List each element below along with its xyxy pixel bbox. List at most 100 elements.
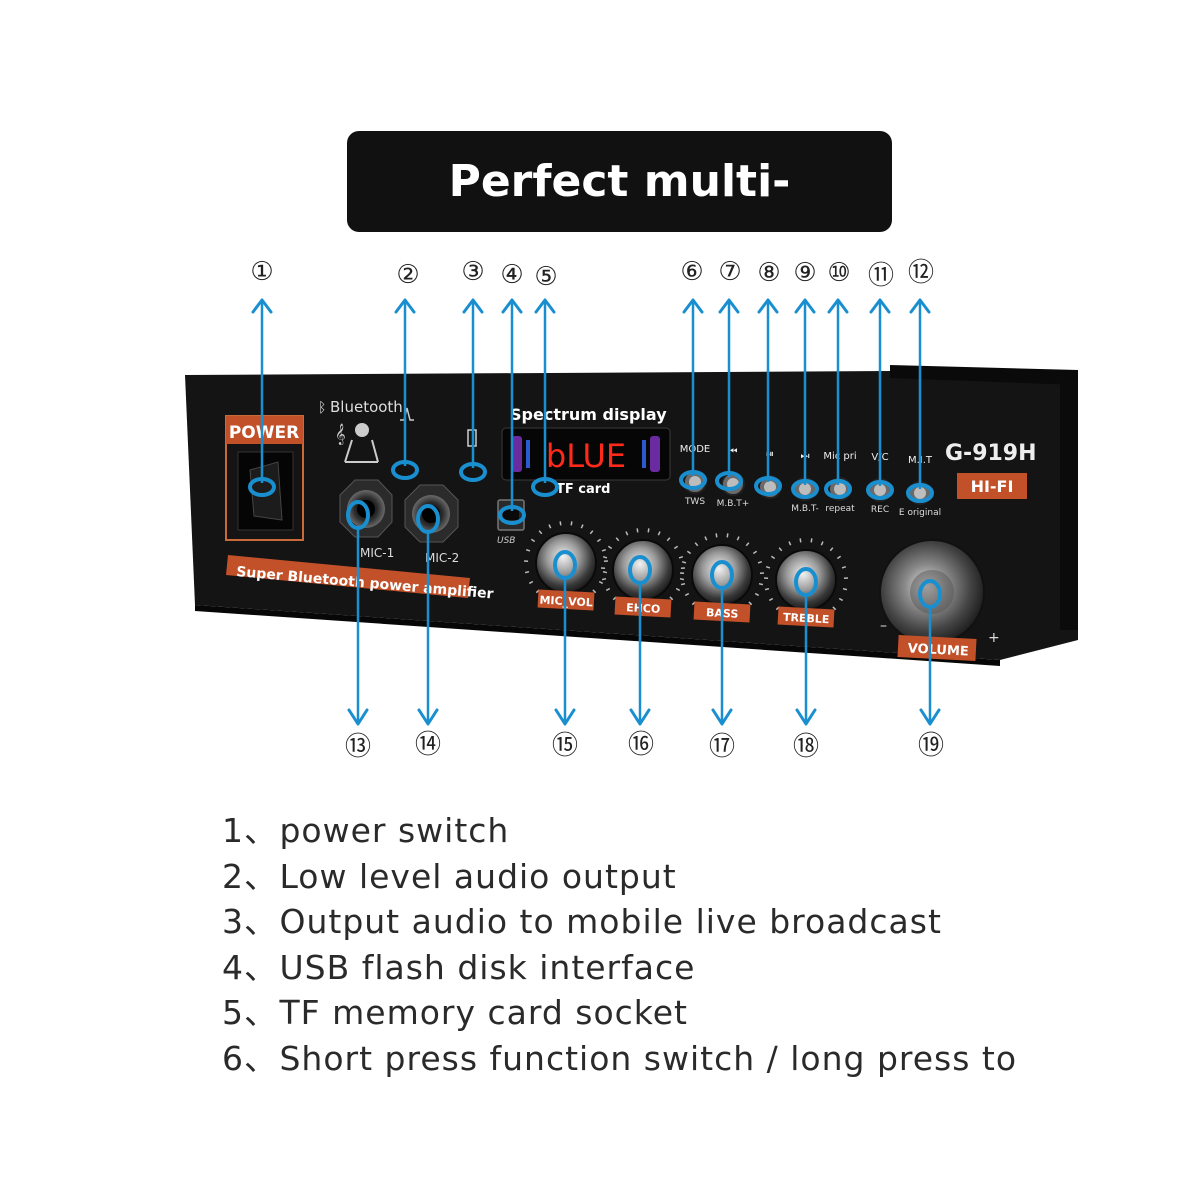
- bluetooth-icon: ᛒ: [318, 400, 326, 416]
- legend-separator: 、: [244, 1038, 278, 1078]
- callout-line: [531, 298, 559, 497]
- callout-number: ⑪: [867, 261, 894, 291]
- button-bottom-label: TWS: [684, 497, 705, 507]
- volume-plus: +: [988, 630, 1000, 646]
- button-bottom-label: E original: [899, 508, 941, 518]
- legend-text: Output audio to mobile live broadcast: [268, 902, 942, 941]
- callout-line: [918, 579, 942, 726]
- legend-text: power switch: [268, 811, 510, 850]
- legend-item: 3、 Output audio to mobile live broadcast: [222, 899, 1182, 945]
- callout-lines: [248, 298, 942, 726]
- callout-line: [679, 298, 707, 490]
- model-section: G-919H HI-FI: [945, 441, 1037, 499]
- button-bottom-label: repeat: [825, 504, 855, 514]
- volume-minus: –: [880, 618, 887, 634]
- callout-line: [715, 298, 743, 491]
- callout-number: ⑯: [627, 730, 654, 760]
- legend-separator: 、: [244, 947, 278, 987]
- power-label: POWER: [229, 423, 299, 443]
- callout-number: ⑱: [792, 732, 819, 762]
- legend-item: 5、 TF memory card socket: [222, 990, 1182, 1036]
- tone-knob: EHCO: [601, 528, 685, 618]
- hifi-label: HI-FI: [971, 477, 1014, 496]
- usb-label: USB: [497, 536, 515, 546]
- knob-label: EHCO: [626, 601, 661, 616]
- microphone-icon: 𝄞: [335, 423, 379, 463]
- legend-separator: 、: [244, 993, 278, 1032]
- spectrum-label: Spectrum display: [510, 405, 667, 424]
- volume-label: VOLUME: [907, 641, 969, 659]
- tf-card-label: TF card: [556, 482, 610, 497]
- mic2-label: MIC-2: [425, 551, 459, 565]
- callout-number: ⑫: [907, 258, 934, 288]
- legend-item: 6、 Short press function switch / long pr…: [222, 1036, 1182, 1082]
- button-top-label: ⏮: [729, 446, 738, 457]
- callout-line: [794, 567, 818, 726]
- callout-line: [710, 560, 734, 726]
- legend-item: 2、 Low level audio output: [222, 854, 1182, 900]
- legend-number: 1: [222, 811, 244, 850]
- callout-line: [553, 550, 577, 726]
- callout-number: ⑤: [534, 262, 558, 292]
- callout-number: ⑧: [757, 258, 781, 288]
- tone-knob: BASS: [680, 533, 764, 623]
- callout-line: [866, 298, 894, 500]
- legend-text: Short press function switch / long press…: [268, 1038, 1018, 1078]
- callout-number: ①: [250, 257, 274, 287]
- button-top-label: ⏯: [766, 449, 774, 460]
- button-bottom-label: REC: [871, 505, 889, 515]
- callout-number: ⑮: [551, 731, 578, 761]
- legend-number: 2: [222, 856, 244, 896]
- audio-out-icon: [400, 407, 414, 421]
- legend-separator: 、: [244, 902, 278, 941]
- mic1-label: MIC-1: [360, 546, 394, 560]
- power-section: POWER: [225, 415, 304, 541]
- model-label: G-919H: [945, 441, 1037, 466]
- title-text: Perfect multi-function: [448, 156, 791, 308]
- legend-separator: 、: [244, 856, 278, 896]
- callout-line: [248, 298, 276, 497]
- display-text: bLUE: [546, 437, 626, 475]
- callout-line: [754, 298, 782, 496]
- legend-text: Low level audio output: [268, 856, 677, 896]
- callout-number: ②: [396, 260, 420, 290]
- legend-text: USB flash disk interface: [268, 947, 696, 987]
- callout-number: ⑩: [827, 258, 851, 288]
- callout-line: [416, 504, 440, 726]
- legend-number: 3: [222, 902, 244, 941]
- legend-text: TF memory card socket: [268, 993, 688, 1032]
- callout-line: [791, 298, 819, 499]
- button-bottom-label: M.B.T+: [717, 499, 750, 509]
- callout-number: ⑦: [718, 257, 742, 287]
- callout-number: ⑨: [793, 258, 817, 288]
- callout-line: [346, 500, 370, 726]
- callout-number: ⑥: [680, 257, 704, 287]
- legend-item: 1、 power switch: [222, 808, 1182, 854]
- callout-number: ⑬: [344, 732, 371, 762]
- title-banner: Perfect multi-function: [347, 131, 892, 308]
- callout-number: ④: [500, 260, 524, 290]
- callout-line: [906, 298, 934, 503]
- legend-separator: 、: [244, 811, 278, 850]
- callout-number: ⑰: [708, 732, 735, 762]
- callout-line: [628, 555, 652, 726]
- callout-number: ⑭: [414, 730, 441, 760]
- callout-number: ③: [461, 257, 485, 287]
- callout-number: ⑲: [917, 731, 944, 761]
- legend-number: 6: [222, 1038, 244, 1078]
- bluetooth-section: Bluetooth ᛒ 𝄞: [318, 398, 477, 463]
- callout-line: [824, 298, 852, 499]
- callout-line: [459, 298, 487, 482]
- mic-jacks: MIC-1 MIC-2: [339, 479, 459, 565]
- button-top-label: Mic pri: [823, 451, 856, 462]
- svg-text:𝄞: 𝄞: [335, 424, 346, 445]
- callout-line: [498, 298, 526, 525]
- legend-item: 4、 USB flash disk interface: [222, 945, 1182, 991]
- callout-line: [391, 298, 419, 480]
- legend-number: 5: [222, 993, 244, 1032]
- button-top-label: MODE: [680, 444, 711, 455]
- button-bottom-label: M.B.T-: [791, 504, 819, 514]
